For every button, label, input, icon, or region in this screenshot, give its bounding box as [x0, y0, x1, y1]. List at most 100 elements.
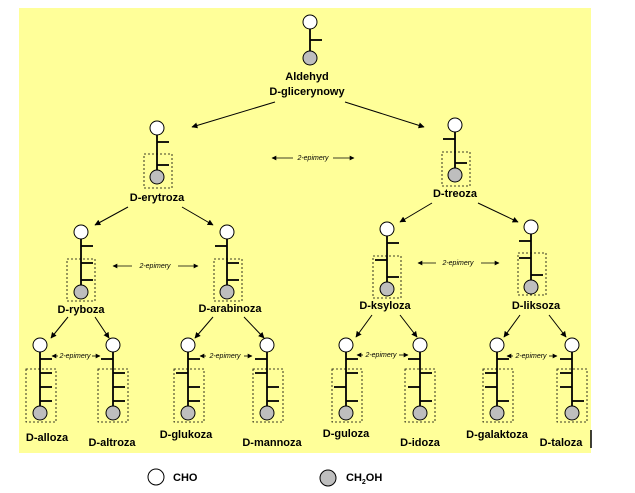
arrow-liksoza-to-galaktoza	[503, 314, 521, 338]
epimer-label-l3-1: 2-epimery	[58, 353, 91, 360]
dashed-box-glukoza	[173, 368, 205, 423]
dashed-box-arabinoza	[213, 258, 243, 302]
legend-cho-icon	[147, 468, 165, 486]
label-liksoza: D-liksoza	[512, 300, 561, 312]
cho-icon-arabinoza	[219, 224, 235, 240]
dashed-box-galaktoza	[482, 368, 514, 423]
label-altroza: D-altroza	[88, 437, 136, 449]
epimer-label-l3-2: 2-epimery	[208, 353, 241, 360]
label-treoza: D-treoza	[433, 188, 478, 200]
root-label-line2: D-glicerynowy	[269, 86, 345, 98]
arrow-treoza-to-liksoza	[477, 202, 519, 223]
cho-icon-idoza	[412, 337, 428, 353]
dashed-box-mannoza	[252, 368, 284, 423]
arrow-erytroza-to-arabinoza	[181, 206, 214, 226]
label-idoza: D-idoza	[400, 437, 441, 449]
label-guloza: D-guloza	[323, 428, 370, 440]
molecule-alloza	[25, 337, 57, 423]
dashed-box-taloza	[556, 368, 588, 423]
cho-icon-liksoza	[523, 219, 539, 235]
molecule-idoza	[404, 337, 436, 423]
cho-icon-galaktoza	[489, 337, 505, 353]
cho-icon-alloza	[32, 337, 48, 353]
label-galaktoza: D-galaktoza	[466, 429, 529, 441]
label-erytroza: D-erytroza	[130, 192, 185, 204]
molecule-treoza	[441, 117, 471, 187]
molecule-ksyloza	[372, 221, 402, 299]
label-taloza: D-taloza	[540, 437, 584, 449]
molecule-liksoza	[517, 219, 547, 296]
label-ryboza: D-ryboza	[57, 304, 105, 316]
arrow-erytroza-to-ryboza	[94, 206, 129, 226]
cho-icon-treoza	[447, 117, 463, 133]
epimer-label-l3-3: 2-epimery	[364, 352, 397, 359]
ch2oh-icon-ryboza	[73, 284, 89, 300]
arrow-root-to-treoza	[344, 101, 425, 129]
cho-icon-glyceraldehyde	[302, 14, 318, 30]
ch2oh-icon-mannoza	[259, 405, 275, 421]
cho-icon-ryboza	[73, 224, 89, 240]
arrow-ksyloza-to-guloza	[355, 314, 373, 338]
molecule-guloza	[331, 337, 363, 423]
label-glukoza: D-glukoza	[160, 429, 213, 441]
epimer-label-l1: 2-epimery	[296, 155, 329, 162]
dashed-box-idoza	[404, 368, 436, 423]
ch2oh-icon-alloza	[32, 405, 48, 421]
molecule-taloza	[556, 337, 588, 423]
legend-ch2oh-icon	[319, 469, 337, 487]
epimer-label-l2-left: 2-epimery	[138, 263, 171, 270]
molecule-glukoza	[173, 337, 205, 423]
molecule-glyceraldehyde	[302, 14, 322, 66]
ch2oh-icon-galaktoza	[489, 405, 505, 421]
label-alloza: D-alloza	[26, 432, 69, 444]
legend-ch2oh-label: CH2OH	[346, 472, 382, 486]
cho-icon-taloza	[564, 337, 580, 353]
arrow-ryboza-to-altroza	[94, 316, 110, 339]
legend-cho-label: CHO	[173, 472, 198, 484]
diagram-background	[19, 8, 591, 453]
dashed-box-alloza	[25, 368, 57, 423]
arrow-root-to-erytroza	[191, 101, 276, 129]
ch2oh-icon-altroza	[105, 405, 121, 421]
epimer-label-l2-right: 2-epimery	[441, 260, 474, 267]
arrow-treoza-to-ksyloza	[399, 202, 433, 223]
molecule-erytroza	[143, 120, 173, 189]
cho-icon-glukoza	[180, 337, 196, 353]
molecule-galaktoza	[482, 337, 514, 423]
legend: CHO CH2OH	[147, 468, 382, 487]
dashed-box-altroza	[97, 368, 129, 423]
arrow-ksyloza-to-idoza	[399, 314, 418, 338]
ch2oh-icon-liksoza	[523, 279, 539, 295]
dashed-box-liksoza	[517, 252, 547, 296]
label-ksyloza: D-ksyloza	[359, 300, 411, 312]
ch2oh-icon-glukoza	[180, 405, 196, 421]
ch2oh-icon-taloza	[564, 405, 580, 421]
cho-icon-mannoza	[259, 337, 275, 353]
root-label-line1: Aldehyd	[285, 71, 328, 83]
dashed-box-guloza	[331, 368, 363, 423]
arrow-liksoza-to-taloza	[548, 314, 567, 338]
molecule-ryboza	[66, 224, 96, 302]
cho-icon-guloza	[338, 337, 354, 353]
molecule-arabinoza	[213, 224, 243, 302]
arrow-arabinoza-to-mannoza	[243, 316, 265, 339]
label-arabinoza: D-arabinoza	[199, 303, 263, 315]
molecule-mannoza	[252, 337, 284, 423]
molecule-altroza	[97, 337, 129, 423]
ch2oh-icon-idoza	[412, 405, 428, 421]
ch2oh-icon-ksyloza	[379, 281, 395, 297]
arrow-ryboza-to-alloza	[50, 316, 69, 339]
ch2oh-icon-glyceraldehyde	[302, 50, 318, 66]
ch2oh-icon-arabinoza	[219, 284, 235, 300]
label-mannoza: D-mannoza	[242, 437, 302, 449]
cho-icon-erytroza	[149, 120, 165, 136]
ch2oh-icon-guloza	[338, 405, 354, 421]
ch2oh-icon-erytroza	[149, 169, 165, 185]
cho-icon-altroza	[105, 337, 121, 353]
dashed-box-erytroza	[143, 153, 173, 189]
epimer-label-l3-4: 2-epimery	[514, 353, 547, 360]
arrow-arabinoza-to-glukoza	[194, 316, 214, 339]
cho-icon-ksyloza	[379, 221, 395, 237]
ch2oh-icon-treoza	[447, 167, 463, 183]
